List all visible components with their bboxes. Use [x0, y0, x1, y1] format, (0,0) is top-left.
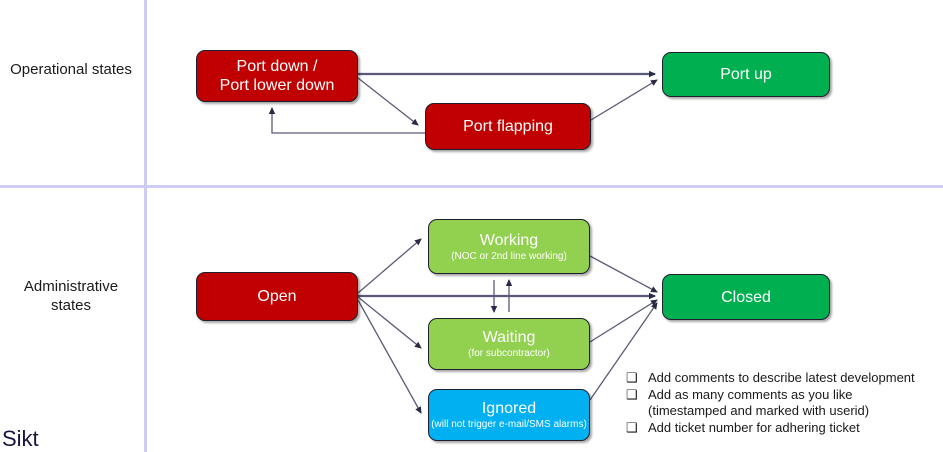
list-item-text: Add ticket number for adhering ticket	[648, 419, 860, 435]
list-item: ❑ Add as many comments as you like (time…	[626, 387, 941, 420]
row-label-administrative-states: Administrative states	[23, 278, 119, 314]
vertical-divider	[144, 0, 147, 452]
logo-text: Sikt	[2, 426, 39, 451]
node-port-up-title: Port up	[720, 66, 772, 83]
node-port-flapping-title: Port flapping	[463, 118, 553, 135]
node-working[interactable]: Working (NOC or 2nd line working)	[428, 219, 590, 274]
node-waiting-title: Waiting	[482, 329, 536, 346]
horizontal-divider	[0, 185, 943, 188]
node-closed[interactable]: Closed	[662, 274, 830, 320]
arrow-portflapping-to-portdown	[268, 107, 425, 134]
notes-list: ❑ Add comments to describe latest develo…	[626, 370, 941, 436]
checkbox-icon: ❑	[626, 370, 638, 385]
node-port-down[interactable]: Port down / Port lower down	[196, 50, 358, 102]
arrow-portdown-to-portflapping	[357, 77, 419, 126]
node-working-title: Working	[479, 231, 539, 249]
node-ignored-title: Ignored	[481, 400, 537, 417]
row-label-operational-states: Operational states	[10, 61, 132, 78]
arrow-open-to-working	[357, 238, 422, 294]
arrow-working-to-closed	[589, 255, 658, 293]
list-item-text: Add as many comments as you like (timest…	[648, 386, 870, 419]
node-closed-title: Closed	[721, 288, 771, 306]
node-waiting[interactable]: Waiting (for subcontractor)	[428, 318, 590, 370]
arrow-ignored-to-closed	[589, 302, 658, 401]
node-ignored[interactable]: Ignored (will not trigger e-mail/SMS ala…	[428, 389, 590, 441]
arrow-open-to-ignored	[357, 299, 422, 414]
node-waiting-subtitle: (for subcontractor)	[468, 348, 550, 359]
node-port-up[interactable]: Port up	[662, 52, 830, 97]
list-item: ❑ Add comments to describe latest develo…	[626, 370, 941, 387]
node-open[interactable]: Open	[196, 272, 358, 321]
list-item-text: Add comments to describe latest developm…	[648, 370, 915, 385]
arrow-open-to-waiting	[357, 296, 422, 349]
checkbox-icon: ❑	[626, 386, 638, 402]
node-port-down-title: Port down / Port lower down	[219, 58, 335, 94]
arrow-waiting-to-closed	[589, 299, 658, 343]
node-port-flapping[interactable]: Port flapping	[425, 103, 591, 150]
list-item: ❑ Add ticket number for adhering ticket	[626, 420, 941, 437]
checkbox-icon: ❑	[626, 419, 638, 435]
node-open-title: Open	[257, 288, 297, 305]
node-working-subtitle: (NOC or 2nd line working)	[451, 250, 567, 262]
node-ignored-subtitle: (will not trigger e-mail/SMS alarms)	[431, 419, 587, 430]
arrow-portflapping-to-portup	[590, 79, 658, 121]
